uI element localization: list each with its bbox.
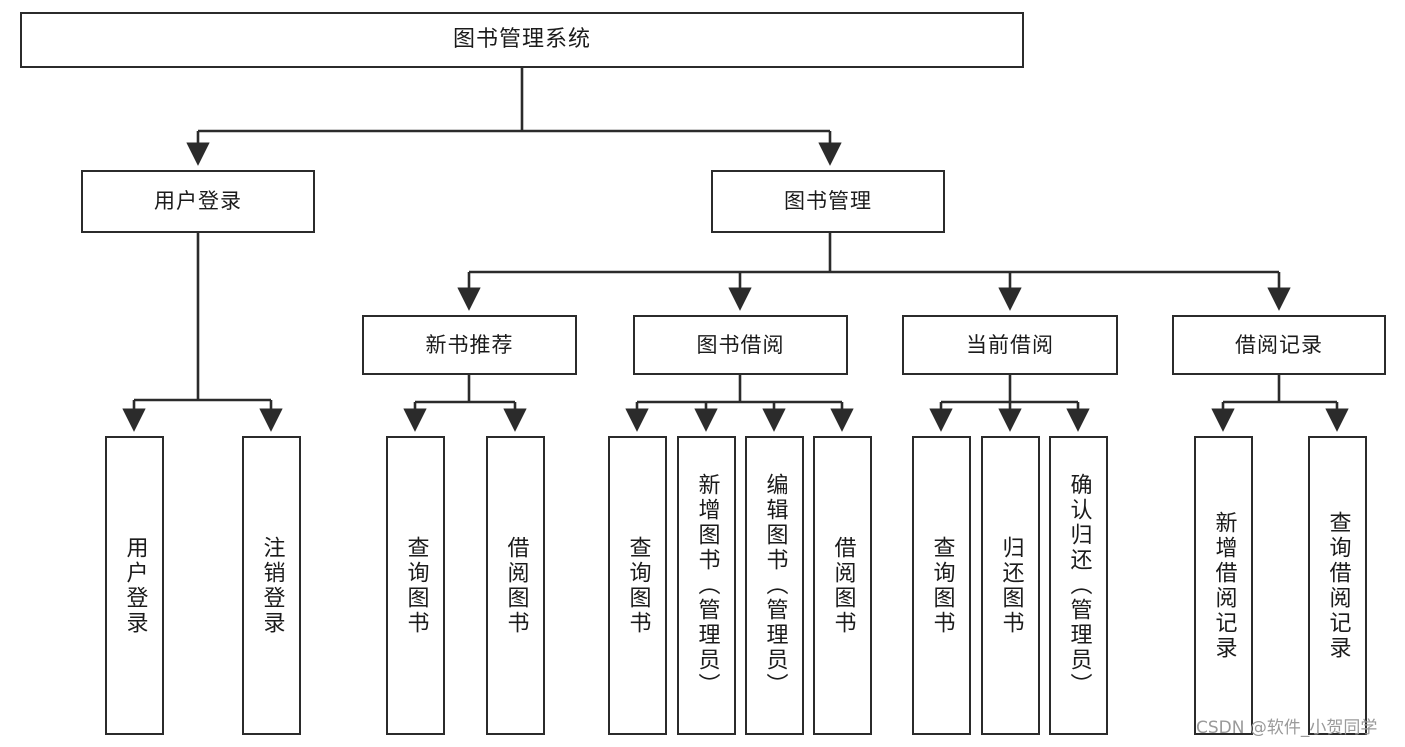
node-leaf-query-book-1[interactable]: 查询图书 bbox=[386, 436, 445, 735]
node-label: 归还图书 bbox=[998, 535, 1024, 636]
node-leaf-user-login[interactable]: 用户登录 bbox=[105, 436, 164, 735]
node-leaf-query-record[interactable]: 查询借阅记录 bbox=[1308, 436, 1367, 735]
node-label: 编辑图书（管理员） bbox=[762, 473, 788, 698]
node-label: 图书管理系统 bbox=[452, 27, 591, 53]
node-user-login[interactable]: 用户登录 bbox=[81, 170, 315, 233]
node-label: 注销登录 bbox=[259, 535, 285, 636]
node-label: 借阅图书 bbox=[503, 535, 529, 636]
node-label: 用户登录 bbox=[154, 189, 242, 214]
node-leaf-add-book[interactable]: 新增图书（管理员） bbox=[677, 436, 736, 735]
node-leaf-add-record[interactable]: 新增借阅记录 bbox=[1194, 436, 1253, 735]
node-book-borrow[interactable]: 图书借阅 bbox=[633, 315, 848, 375]
node-leaf-borrow-book-1[interactable]: 借阅图书 bbox=[486, 436, 545, 735]
csdn-watermark: CSDN @软件_小贺同学 bbox=[1196, 718, 1378, 738]
node-leaf-query-book-2[interactable]: 查询图书 bbox=[608, 436, 667, 735]
node-new-book-recommend[interactable]: 新书推荐 bbox=[362, 315, 577, 375]
node-label: 查询图书 bbox=[403, 535, 429, 636]
node-label: 查询借阅记录 bbox=[1325, 510, 1351, 661]
node-label: 用户登录 bbox=[122, 535, 148, 636]
node-book-management[interactable]: 图书管理 bbox=[711, 170, 945, 233]
node-leaf-logout-login[interactable]: 注销登录 bbox=[242, 436, 301, 735]
node-label: 图书管理 bbox=[784, 189, 872, 214]
node-leaf-confirm-return[interactable]: 确认归还（管理员） bbox=[1049, 436, 1108, 735]
node-leaf-edit-book[interactable]: 编辑图书（管理员） bbox=[745, 436, 804, 735]
node-leaf-return-book[interactable]: 归还图书 bbox=[981, 436, 1040, 735]
node-label: 新增借阅记录 bbox=[1211, 510, 1237, 661]
node-label: 图书借阅 bbox=[696, 332, 785, 357]
node-label: 借阅记录 bbox=[1235, 332, 1323, 357]
node-label: 确认归还（管理员） bbox=[1066, 473, 1092, 698]
node-label: 查询图书 bbox=[929, 535, 955, 636]
node-current-borrow[interactable]: 当前借阅 bbox=[902, 315, 1118, 375]
node-label: 当前借阅 bbox=[966, 332, 1054, 357]
node-label: 新增图书（管理员） bbox=[694, 473, 720, 698]
node-leaf-borrow-book-2[interactable]: 借阅图书 bbox=[813, 436, 872, 735]
node-root-system[interactable]: 图书管理系统 bbox=[20, 12, 1024, 68]
node-leaf-query-book-3[interactable]: 查询图书 bbox=[912, 436, 971, 735]
node-label: 查询图书 bbox=[625, 535, 651, 636]
node-label: 借阅图书 bbox=[830, 535, 856, 636]
node-label: 新书推荐 bbox=[425, 332, 514, 357]
node-borrow-record[interactable]: 借阅记录 bbox=[1172, 315, 1386, 375]
